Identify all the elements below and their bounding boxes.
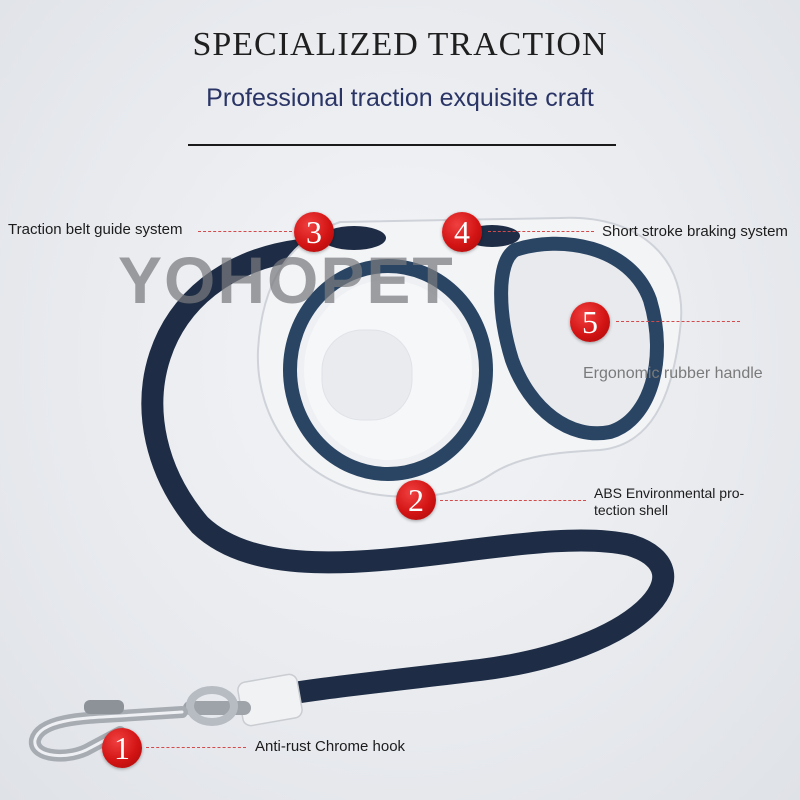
callout-leader-3: [198, 231, 292, 232]
callout-label-3: Traction belt guide system: [8, 221, 183, 238]
callout-number-3: 3: [294, 212, 334, 252]
watermark-text: YOHOPET: [118, 243, 455, 317]
callout-label-4: Short stroke braking system: [602, 223, 788, 240]
title-divider: [188, 144, 616, 146]
callout-leader-2: [440, 500, 586, 501]
callout-label-5: Ergonomic rubber handle: [583, 365, 763, 382]
callout-leader-1: [146, 747, 246, 748]
callout-label-1: Anti-rust Chrome hook: [255, 738, 406, 755]
leash-strap: [141, 239, 675, 711]
callout-leader-5: [616, 321, 740, 322]
callout-leader-4: [488, 231, 594, 232]
page-subtitle: Professional traction exquisite craft: [206, 84, 594, 112]
callout-number-1: 1: [102, 728, 142, 768]
strap-end-cap: [237, 673, 303, 727]
page-title: SPECIALIZED TRACTION: [192, 26, 608, 63]
callout-number-5: 5: [570, 302, 610, 342]
callout-number-4: 4: [442, 212, 482, 252]
callout-number-2: 2: [396, 480, 436, 520]
leash-body-illustration: [256, 216, 683, 498]
chrome-hook-illustration: [29, 686, 251, 762]
callout-label-2: ABS Environmental pro-tection shell: [594, 485, 745, 518]
